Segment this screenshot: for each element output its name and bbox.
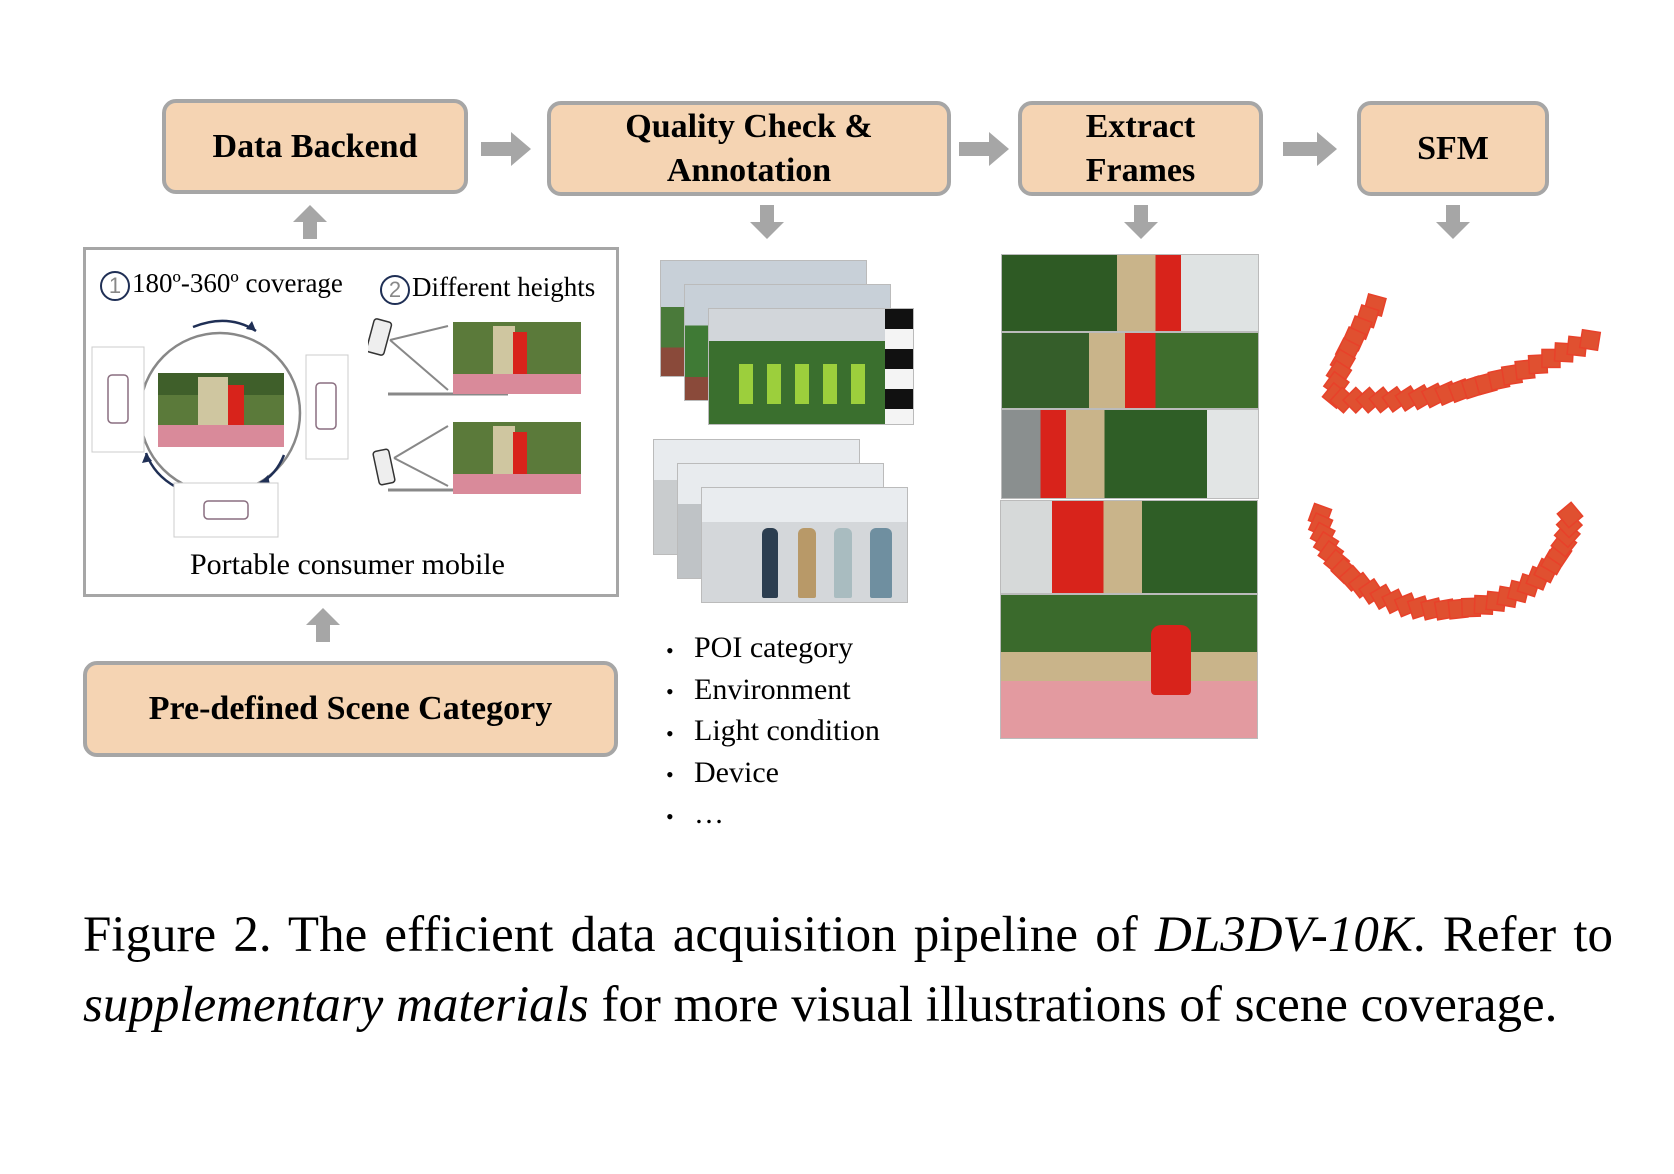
number-2-icon: 2 bbox=[380, 274, 410, 305]
camera-frustum-icon bbox=[1578, 328, 1602, 352]
annotation-list: POI category Environment Light condition… bbox=[666, 628, 880, 836]
caption-mid: . Refer to bbox=[1412, 907, 1613, 963]
annotation-item: Device bbox=[666, 753, 880, 795]
figure-caption: Figure 2. The efficient data acquisition… bbox=[83, 900, 1613, 1040]
sfm-trajectories bbox=[1307, 293, 1602, 621]
capture-panel-footer: Portable consumer mobile bbox=[190, 548, 505, 581]
arrow-down-icon bbox=[1436, 205, 1470, 239]
step-data-backend: Data Backend bbox=[162, 99, 468, 194]
step-extract-frames-line1: Extract bbox=[1085, 107, 1196, 145]
annotation-item: POI category bbox=[666, 628, 880, 670]
annotation-item: Light condition bbox=[666, 711, 880, 753]
phone-low-icon bbox=[372, 448, 396, 486]
extracted-frame bbox=[1000, 594, 1258, 739]
step-data-backend-label: Data Backend bbox=[212, 127, 418, 165]
coverage-illustration bbox=[91, 319, 349, 538]
step-pre-defined-scene-category-label: Pre-defined Scene Category bbox=[148, 690, 553, 727]
arrow-right-icon bbox=[959, 132, 1009, 166]
outdoor-photo-front bbox=[708, 308, 914, 425]
annotation-item: Environment bbox=[666, 670, 880, 712]
arrow-down-icon bbox=[750, 205, 784, 239]
arrow-right-icon bbox=[1283, 132, 1337, 166]
step-quality-check-line1: Quality Check & bbox=[625, 107, 873, 145]
hands-phone-right bbox=[305, 354, 349, 460]
step-sfm-label: SFM bbox=[1417, 129, 1489, 167]
caption-prefix: Figure 2. The efficient data acquisition… bbox=[83, 907, 1155, 963]
caption-suffix: for more visual illustrations of scene c… bbox=[588, 977, 1558, 1033]
step-extract-frames-line2: Frames bbox=[1085, 151, 1196, 189]
camera-frustum-icon bbox=[1556, 501, 1584, 529]
arrow-right-icon bbox=[481, 132, 531, 166]
caption-dataset: DL3DV-10K bbox=[1155, 907, 1413, 963]
hands-phone-left bbox=[91, 346, 145, 453]
annotation-item: … bbox=[666, 794, 880, 836]
heights-text: Different heights bbox=[412, 272, 596, 302]
arrow-down-icon bbox=[1124, 205, 1158, 239]
indoor-photo-front bbox=[701, 487, 908, 603]
number-1-icon: 1 bbox=[100, 270, 130, 301]
extracted-frame bbox=[1000, 500, 1258, 594]
caption-supp: supplementary materials bbox=[83, 977, 589, 1033]
step-quality-check: Quality Check & Annotation bbox=[547, 101, 951, 196]
extracted-frame bbox=[1001, 409, 1259, 499]
step-extract-frames: Extract Frames bbox=[1018, 101, 1263, 196]
phone-high-icon bbox=[368, 318, 393, 356]
step-quality-check-line2: Annotation bbox=[666, 151, 832, 189]
step-sfm: SFM bbox=[1357, 101, 1549, 196]
rotate-arrow-icon bbox=[144, 452, 177, 489]
hands-phone-bottom bbox=[173, 482, 279, 538]
rotate-arrow-icon bbox=[192, 319, 257, 333]
coverage-text: 180º-360º coverage bbox=[132, 268, 343, 298]
heights-illustration bbox=[368, 318, 581, 494]
arrow-up-icon bbox=[306, 608, 340, 642]
arrow-up-icon bbox=[293, 205, 327, 239]
step-pre-defined-scene-category: Pre-defined Scene Category bbox=[83, 661, 618, 757]
extracted-frame bbox=[1001, 254, 1259, 332]
extracted-frame bbox=[1001, 332, 1259, 409]
